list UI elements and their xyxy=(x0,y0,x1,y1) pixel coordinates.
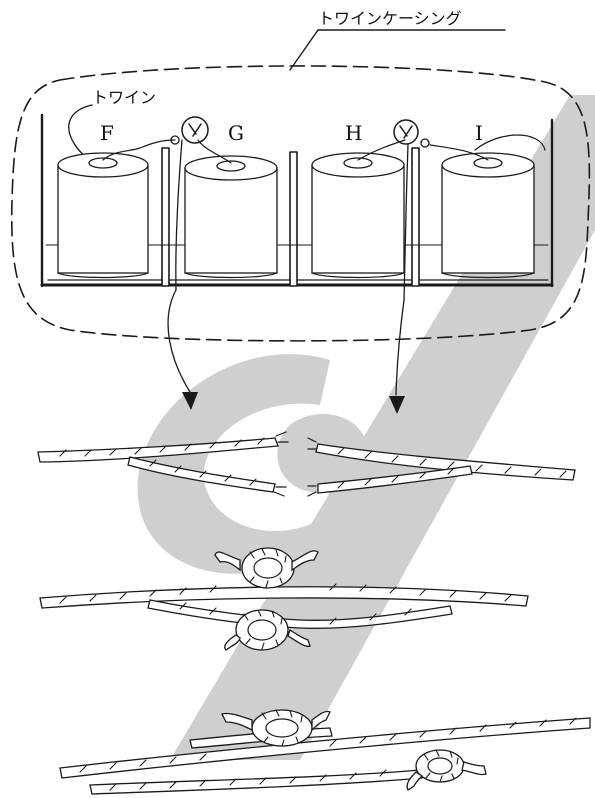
twine-casing-label: トワインケーシング xyxy=(318,9,462,28)
step-3-finished xyxy=(60,710,590,794)
spool-label-f: F xyxy=(100,121,114,145)
guide-ring-left xyxy=(171,117,208,144)
spool-f xyxy=(58,153,148,278)
knot-b xyxy=(407,750,486,790)
spool-label-g: G xyxy=(228,121,244,145)
spool-label-h: H xyxy=(345,121,362,145)
spool-g xyxy=(185,156,277,278)
spool-i xyxy=(442,153,534,278)
guide-ring-right xyxy=(394,120,429,147)
spool-h xyxy=(312,153,404,278)
twine-label: トワイン xyxy=(92,88,156,107)
spool-label-i: I xyxy=(475,121,483,145)
twine-casing-callout: トワインケーシング xyxy=(290,9,505,70)
